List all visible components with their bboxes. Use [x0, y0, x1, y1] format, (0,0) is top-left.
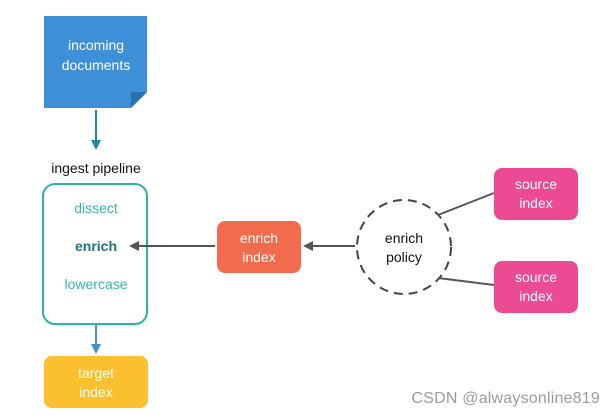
ingest-pipeline-box: dissect enrich lowercase	[42, 183, 148, 325]
connector-source2-to-policy	[437, 277, 495, 286]
enrich-policy-node: enrich policy	[356, 199, 452, 295]
ingest-pipeline-border	[42, 183, 148, 325]
document-icon	[44, 16, 147, 108]
source-index-2-box	[494, 261, 578, 313]
enrich-policy-label-line1: enrich	[385, 230, 423, 246]
incoming-documents-node: incoming documents	[44, 16, 147, 108]
enrich-index-node: enrich index	[217, 221, 301, 273]
target-index-label-line2: index	[79, 384, 112, 400]
target-index-label-line1: target	[78, 365, 114, 381]
document-fold	[131, 92, 147, 108]
csdn-watermark: CSDN @alwaysonline819	[411, 390, 600, 407]
source-index-1-label-line1: source	[515, 176, 557, 192]
enrich-policy-circle	[356, 199, 452, 295]
connector-source1-to-policy	[437, 192, 495, 216]
source-index-2-label-line2: index	[519, 288, 552, 304]
target-index-node: target index	[44, 356, 148, 408]
ingest-pipeline-title: ingest pipeline	[51, 160, 141, 176]
target-index-box	[44, 356, 148, 408]
processor-enrich: enrich	[75, 238, 117, 254]
source-index-1-label-line2: index	[519, 195, 552, 211]
source-index-2-node: source index	[494, 261, 578, 313]
incoming-documents-label-line1: incoming	[68, 37, 124, 53]
enrich-index-box	[217, 221, 301, 273]
enrich-policy-label-line2: policy	[386, 249, 422, 265]
processor-lowercase: lowercase	[64, 276, 127, 292]
enrich-index-label-line2: index	[242, 249, 275, 265]
source-index-1-box	[494, 168, 578, 220]
processor-dissect: dissect	[74, 200, 118, 216]
source-index-1-node: source index	[494, 168, 578, 220]
incoming-documents-label-line2: documents	[62, 57, 130, 73]
source-index-2-label-line1: source	[515, 269, 557, 285]
enrich-index-label-line1: enrich	[240, 230, 278, 246]
